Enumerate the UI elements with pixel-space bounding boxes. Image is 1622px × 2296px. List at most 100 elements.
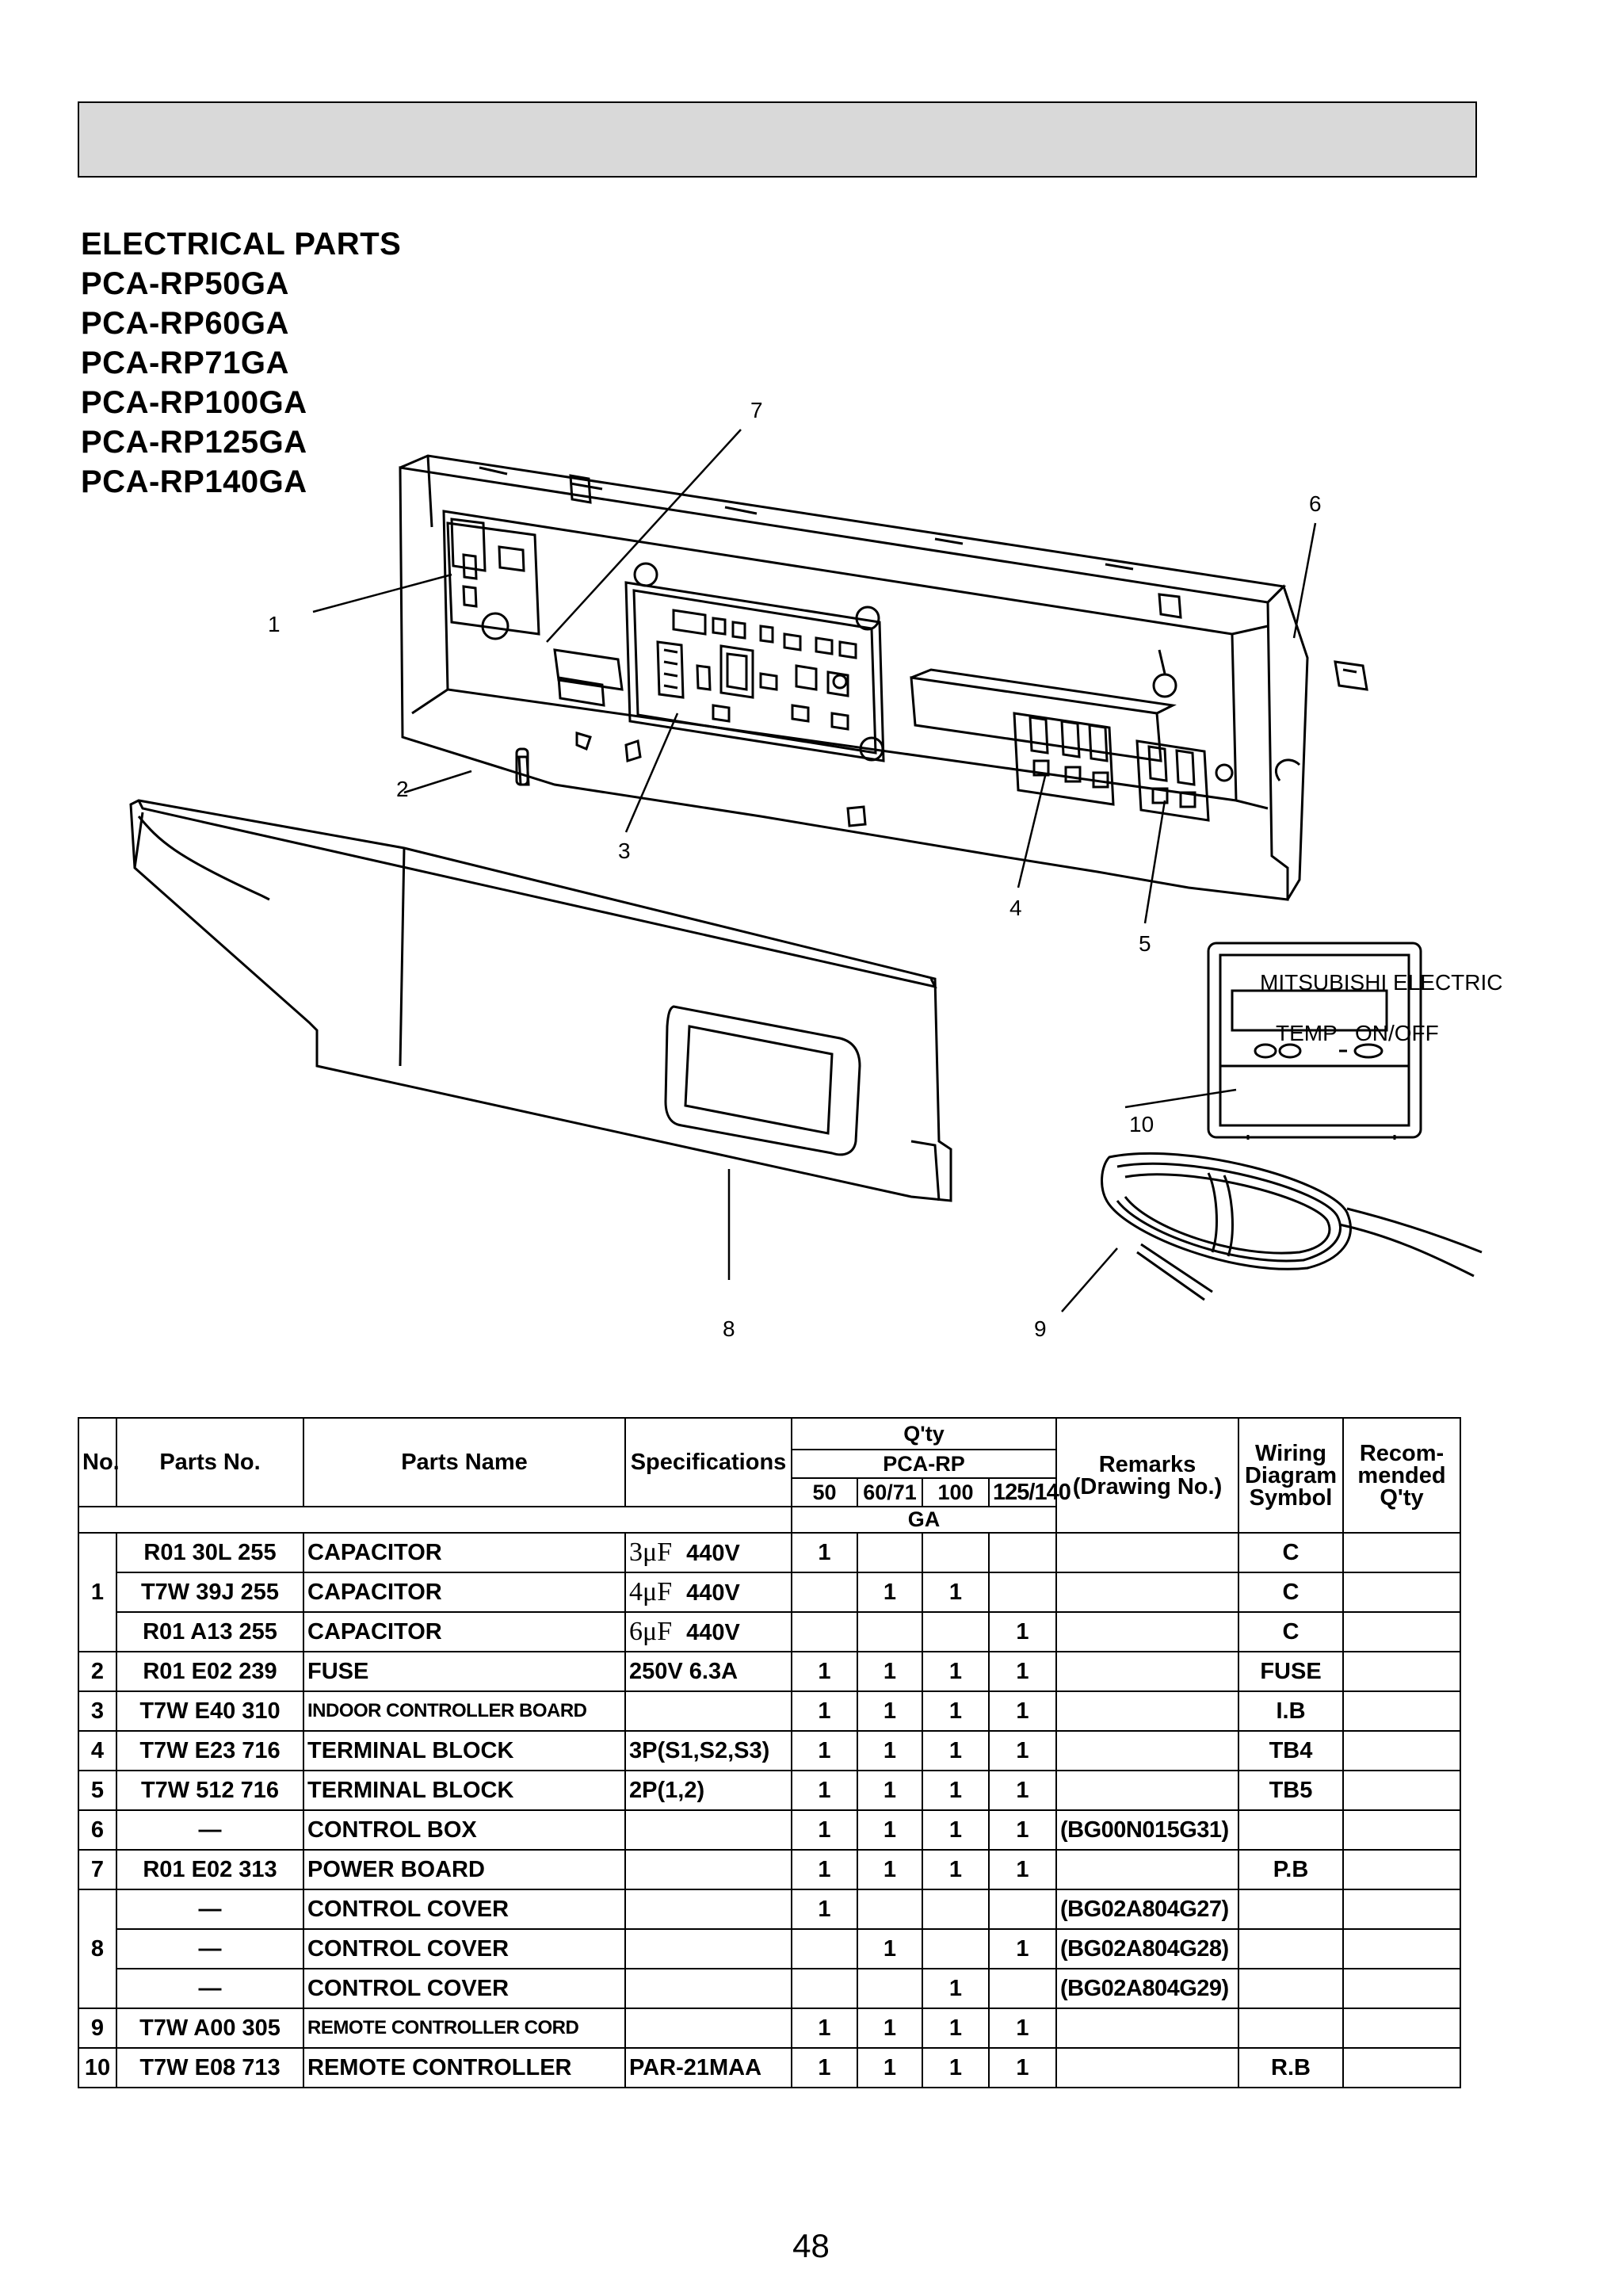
model-name: PCA-RP140GA <box>81 464 307 499</box>
cell-parts-name: TERMINAL BLOCK <box>303 1730 626 1771</box>
cell-qty: 1 <box>857 1690 923 1732</box>
cell-recommended-qty <box>1342 1928 1461 1969</box>
model-name: PCA-RP60GA <box>81 306 289 341</box>
cell-remarks: (BG02A804G27) <box>1055 1889 1239 1930</box>
spec-value: 6 <box>629 1617 643 1646</box>
cell-recommended-qty <box>1342 1849 1461 1890</box>
cell-qty: 1 <box>988 1928 1057 1969</box>
cell-recommended-qty <box>1342 2008 1461 2049</box>
cell-recommended-qty <box>1342 1770 1461 1811</box>
col-header-remarks: Remarks(Drawing No.) <box>1055 1417 1239 1534</box>
cell-wiring-symbol: FUSE <box>1238 1651 1344 1692</box>
cell-qty: 1 <box>988 1849 1057 1890</box>
cell-parts-name: CONTROL COVER <box>303 1968 626 2009</box>
col-header-parts-no: Parts No. <box>116 1417 304 1507</box>
cell-qty: 1 <box>922 1770 990 1811</box>
cell-qty: 1 <box>857 1572 923 1613</box>
cell-no: 10 <box>78 2047 117 2088</box>
cell-qty: 1 <box>988 1809 1057 1851</box>
cell-parts-no: R01 E02 239 <box>116 1651 304 1692</box>
cell-specification: PAR-21MAA <box>624 2047 792 2088</box>
cell-qty <box>922 1889 990 1930</box>
cell-parts-name: CONTROL COVER <box>303 1889 626 1930</box>
leader-lines <box>312 429 1317 1312</box>
cell-parts-no: — <box>116 1889 304 1930</box>
cell-remarks: (BG00N015G31) <box>1055 1809 1239 1851</box>
page-title-block: ELECTRICAL PARTS PCA-RP50GA PCA-RP60GA P… <box>81 224 401 502</box>
spec-unit: μF <box>643 1617 673 1646</box>
cell-qty: 1 <box>791 1809 858 1851</box>
callout-1: 1 <box>268 612 281 636</box>
wiring-line-3: Symbol <box>1249 1484 1333 1511</box>
cell-qty: 1 <box>988 1611 1057 1652</box>
cell-wiring-symbol <box>1238 1889 1344 1930</box>
callout-5: 5 <box>1139 931 1151 956</box>
callout-10: 10 <box>1129 1112 1154 1137</box>
cell-qty: 1 <box>922 1730 990 1771</box>
cell-parts-name: CONTROL COVER <box>303 1928 626 1969</box>
cell-wiring-symbol: TB5 <box>1238 1770 1344 1811</box>
cell-qty <box>857 1611 923 1652</box>
cell-parts-no: — <box>116 1809 304 1851</box>
cell-no: 3 <box>78 1690 117 1732</box>
cell-recommended-qty <box>1342 1532 1461 1573</box>
cell-parts-name: TERMINAL BLOCK <box>303 1770 626 1811</box>
recom-line-3: Q'ty <box>1380 1484 1424 1511</box>
cell-parts-no: T7W 39J 255 <box>116 1572 304 1613</box>
cell-qty: 1 <box>922 2008 990 2049</box>
cell-qty <box>857 1968 923 2009</box>
cell-qty: 1 <box>988 1730 1057 1771</box>
cell-remarks <box>1055 1730 1239 1771</box>
header-bar <box>78 101 1477 178</box>
cell-wiring-symbol: C <box>1238 1532 1344 1573</box>
cell-remarks <box>1055 2008 1239 2049</box>
cell-specification <box>624 1690 792 1732</box>
cell-parts-no: R01 E02 313 <box>116 1849 304 1890</box>
col-header-size-50: 50 <box>791 1477 858 1507</box>
cell-qty: 1 <box>791 2047 858 2088</box>
cell-parts-no: T7W E40 310 <box>116 1690 304 1732</box>
cell-qty <box>791 1611 858 1652</box>
cell-remarks <box>1055 1849 1239 1890</box>
cell-parts-no: T7W E08 713 <box>116 2047 304 2088</box>
cell-specification: 2P(1,2) <box>624 1770 792 1811</box>
cell-wiring-symbol <box>1238 1928 1344 1969</box>
cell-specification: 250V 6.3A <box>624 1651 792 1692</box>
callout-3: 3 <box>618 839 631 863</box>
cell-remarks: (BG02A804G28) <box>1055 1928 1239 1969</box>
cell-parts-name: POWER BOARD <box>303 1849 626 1890</box>
spec-unit: μF <box>643 1577 673 1606</box>
cell-qty: 1 <box>857 1651 923 1692</box>
cell-qty: 1 <box>791 1690 858 1732</box>
callout-8: 8 <box>723 1316 735 1341</box>
cell-qty: 1 <box>791 1651 858 1692</box>
col-header-no: No. <box>78 1417 120 1507</box>
cell-recommended-qty <box>1342 2047 1461 2088</box>
col-header-model: PCA-RP <box>791 1449 1057 1479</box>
cell-qty <box>922 1928 990 1969</box>
recom-line-2: mended <box>1357 1462 1446 1488</box>
control-cover-drawing <box>129 799 952 1202</box>
callout-7: 7 <box>750 398 763 422</box>
col-header-parts-name: Parts Name <box>303 1417 626 1507</box>
cell-wiring-symbol: I.B <box>1238 1690 1344 1732</box>
cell-specification <box>624 1889 792 1930</box>
cell-remarks: (BG02A804G29) <box>1055 1968 1239 2009</box>
cell-wiring-symbol: C <box>1238 1572 1344 1613</box>
cell-qty: 1 <box>791 1849 858 1890</box>
cell-qty: 1 <box>791 1532 858 1573</box>
cell-wiring-symbol: C <box>1238 1611 1344 1652</box>
remote-temp-label: TEMP <box>1276 1021 1338 1045</box>
callout-6: 6 <box>1309 491 1322 516</box>
cell-qty: 1 <box>922 2047 990 2088</box>
model-name: PCA-RP50GA <box>81 266 289 301</box>
cell-qty: 1 <box>791 2008 858 2049</box>
page-number: 48 <box>792 2227 830 2264</box>
